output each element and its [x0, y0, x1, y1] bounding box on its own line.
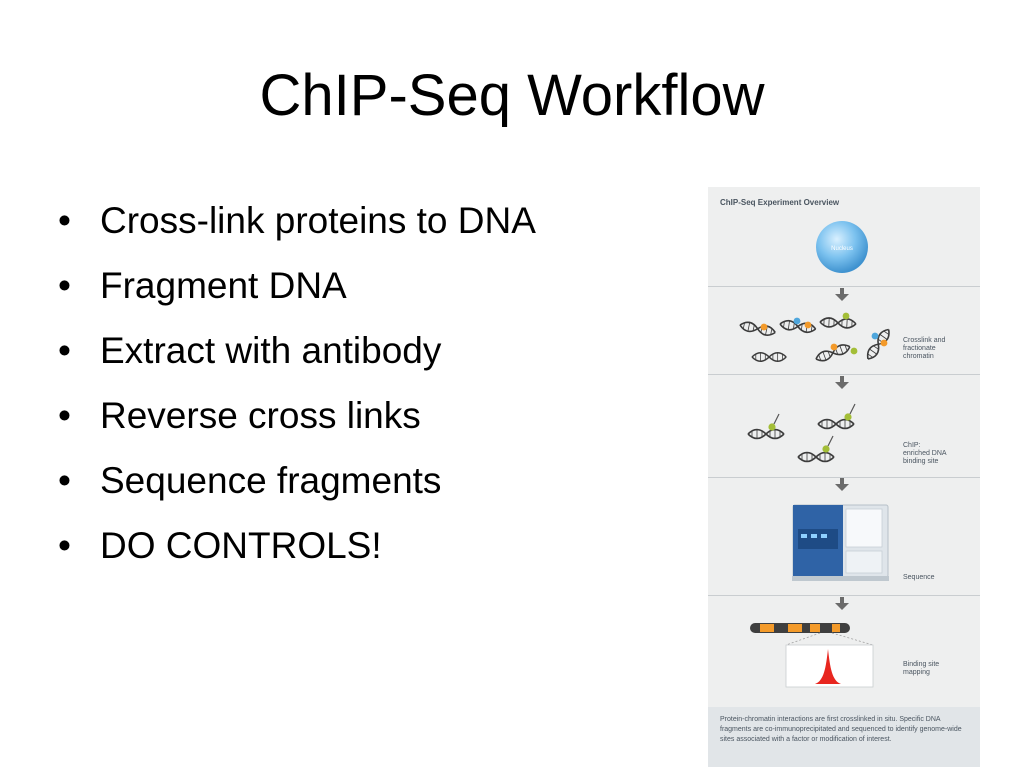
slide-title: ChIP-Seq Workflow	[259, 63, 765, 128]
bullet-text: DO CONTROLS!	[100, 525, 382, 566]
bullet-item: • Cross-link proteins to DNA	[58, 188, 536, 253]
bullet-dot: •	[58, 200, 71, 241]
bullet-list: • Cross-link proteins to DNA • Fragment DN…	[58, 188, 536, 578]
bullet-text: Extract with antibody	[100, 330, 442, 371]
bullet-text: Cross-link proteins to DNA	[100, 200, 536, 241]
arrow-down-icon	[835, 478, 849, 491]
bullet-item: • Reverse cross links	[58, 383, 536, 448]
bullet-item: • Extract with antibody	[58, 318, 536, 383]
bullet-dot: •	[58, 395, 71, 436]
bullet-text: Reverse cross links	[100, 395, 421, 436]
bullet-dot: •	[58, 330, 71, 371]
bullet-dot: •	[58, 460, 71, 501]
chip-seq-overview-figure: ChIP-Seq Experiment Overview	[708, 187, 980, 767]
bullet-dot: •	[58, 265, 71, 306]
bullet-dot: •	[58, 525, 71, 566]
step-label-chip: ChIP: enriched DNA binding site	[903, 442, 947, 465]
figure-title: ChIP-Seq Experiment Overview	[720, 198, 840, 207]
sequencer-instrument	[792, 504, 889, 581]
bullet-text: Sequence fragments	[100, 460, 442, 501]
nucleus-circle	[816, 221, 868, 273]
step-label-mapping: Binding site mapping	[903, 661, 940, 676]
crosslinked-chromatin	[738, 312, 894, 365]
arrow-down-icon	[835, 376, 849, 389]
divider	[708, 286, 980, 287]
bullet-item: • Fragment DNA	[58, 253, 536, 318]
arrow-down-icon	[835, 597, 849, 610]
step-label-sequence: Sequence	[903, 574, 935, 581]
figure-caption: Protein-chromatin interactions are first…	[720, 716, 962, 743]
divider	[708, 374, 980, 375]
divider	[708, 477, 980, 478]
bullet-item: • Sequence fragments	[58, 448, 536, 513]
step-label-crosslink: Crosslink and fractionate chromatin	[903, 337, 946, 360]
divider	[708, 595, 980, 596]
enriched-dna	[747, 403, 856, 463]
figure-illustration: Nucleus	[738, 221, 894, 688]
figure-caption-box: Protein-chromatin interactions are first…	[708, 707, 980, 767]
binding-peak-plot	[785, 644, 874, 688]
arrow-down-icon	[835, 288, 849, 301]
bullet-item: • DO CONTROLS!	[58, 513, 536, 578]
bullet-text: Fragment DNA	[100, 265, 347, 306]
chromosome-ideogram	[750, 623, 874, 646]
nucleus-label: Nucleus	[831, 246, 853, 252]
